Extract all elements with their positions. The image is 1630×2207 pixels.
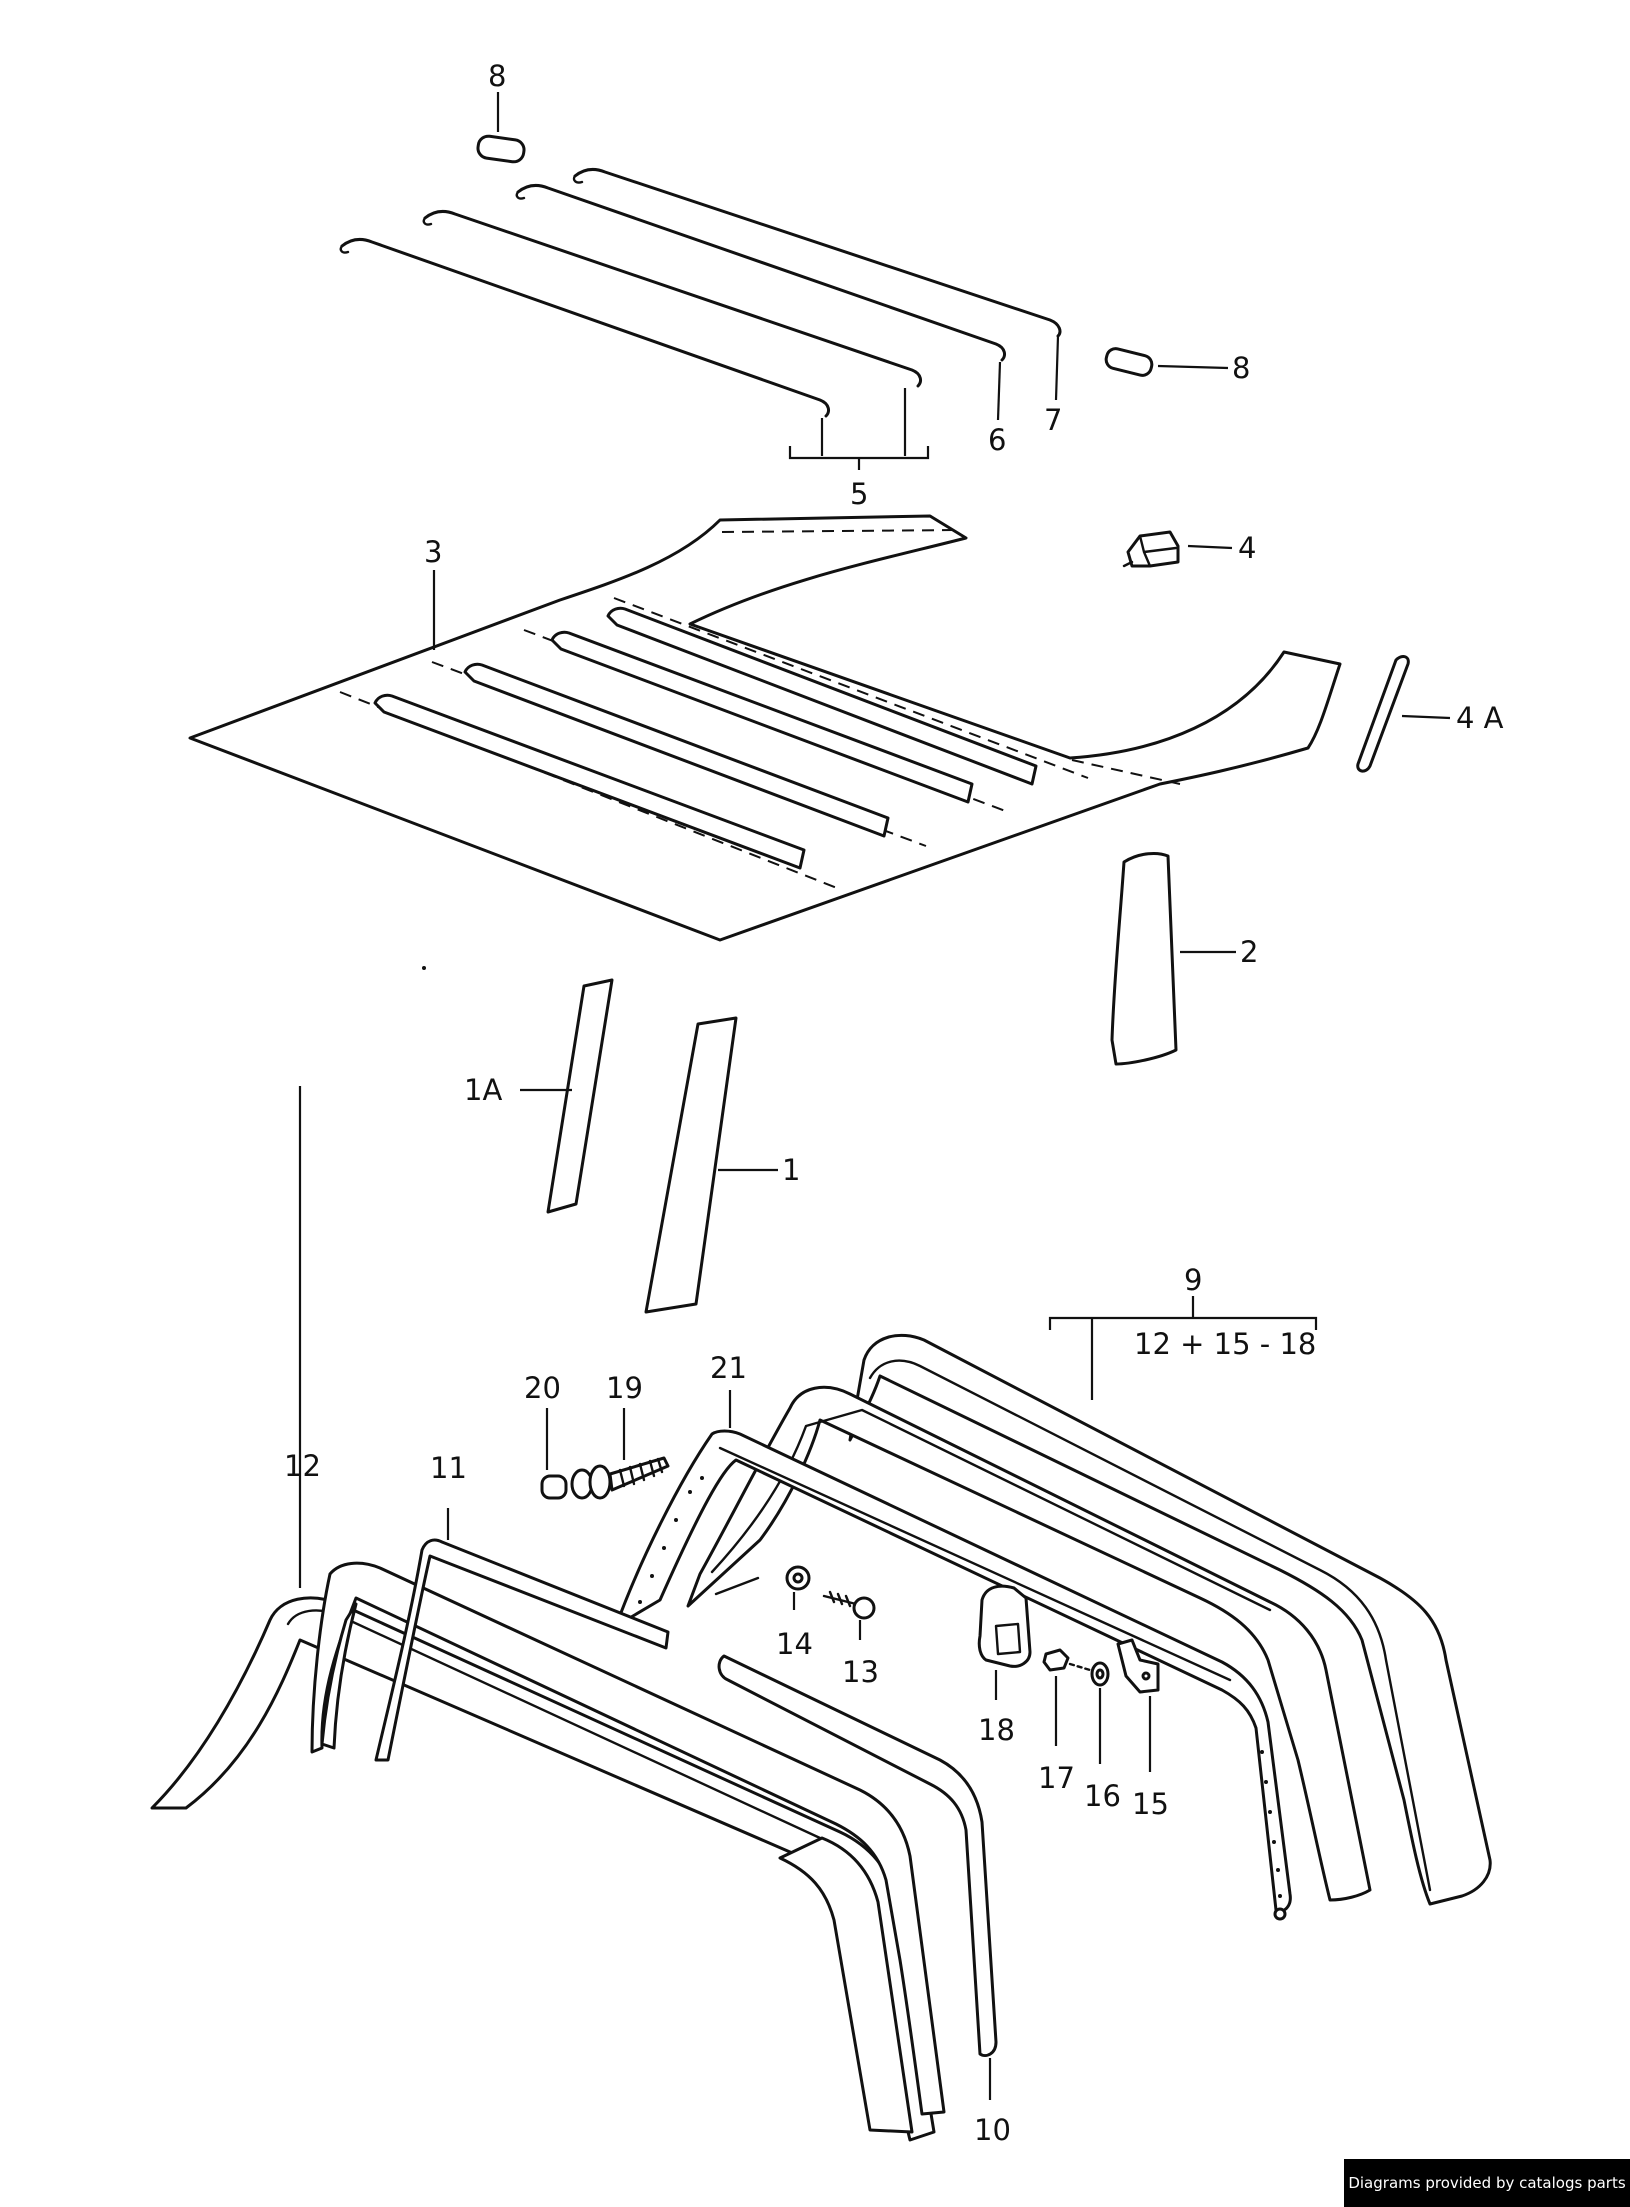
label-2: 2 bbox=[1240, 935, 1258, 969]
part-17-nut bbox=[1042, 1648, 1092, 1746]
part-6-roof-bow bbox=[515, 183, 1006, 421]
part-12-fender-flare bbox=[150, 1086, 936, 2142]
inner-wheel-arch bbox=[686, 1385, 1372, 1902]
part-8-plug-right bbox=[1104, 347, 1229, 377]
label-8-top: 8 bbox=[488, 59, 506, 93]
label-12: 12 bbox=[284, 1449, 321, 1483]
part-2-side-trim bbox=[1110, 852, 1236, 1066]
part-7-roof-bow bbox=[572, 167, 1062, 401]
label-4a: 4 A bbox=[1456, 701, 1504, 735]
label-6: 6 bbox=[988, 423, 1006, 457]
part-4a-rod bbox=[1356, 655, 1451, 773]
label-8-right: 8 bbox=[1232, 351, 1250, 385]
label-1: 1 bbox=[782, 1153, 800, 1187]
part-15-bracket bbox=[1116, 1638, 1160, 1772]
part-4-clip bbox=[1122, 530, 1233, 568]
label-9: 9 bbox=[1184, 1263, 1202, 1297]
footer-credit: Diagrams provided by catalogs parts bbox=[1344, 2159, 1630, 2207]
part-21-seal-strip bbox=[614, 1390, 1292, 1921]
label-4: 4 bbox=[1238, 531, 1256, 565]
label-5: 5 bbox=[850, 477, 868, 511]
label-14: 14 bbox=[776, 1627, 813, 1661]
label-1a: 1A bbox=[464, 1073, 502, 1107]
part-18-rubber-block bbox=[977, 1584, 1032, 1700]
roof-bows bbox=[339, 167, 1062, 470]
part-5-bracket bbox=[788, 446, 930, 470]
part-1a-pillar-trim bbox=[520, 978, 614, 1214]
part-13-screw bbox=[822, 1590, 876, 1640]
label-16: 16 bbox=[1084, 1779, 1121, 1813]
part-10-trim-strip bbox=[717, 1654, 998, 2100]
part-19-screw bbox=[570, 1408, 670, 1500]
part-3-headliner bbox=[188, 514, 1342, 942]
label-19: 19 bbox=[606, 1371, 643, 1405]
part-9-bracket bbox=[1048, 1296, 1318, 1400]
part-16-washer bbox=[1090, 1661, 1110, 1764]
label-9-range: 12 + 15 - 18 bbox=[1134, 1327, 1316, 1361]
outer-wheel-arch bbox=[848, 1333, 1492, 1906]
label-7: 7 bbox=[1044, 403, 1062, 437]
part-11-flare-edge bbox=[310, 1561, 946, 2116]
label-10: 10 bbox=[974, 2113, 1011, 2147]
part-5-roof-bow-front bbox=[422, 209, 922, 456]
label-13: 13 bbox=[842, 1655, 879, 1689]
part-5-roof-bow-rear bbox=[339, 237, 830, 456]
label-15: 15 bbox=[1132, 1787, 1169, 1821]
label-20: 20 bbox=[524, 1371, 561, 1405]
part-11-trim-strip bbox=[374, 1508, 670, 1762]
label-21: 21 bbox=[710, 1351, 747, 1385]
part-1-pillar-trim bbox=[644, 1016, 778, 1314]
label-3: 3 bbox=[424, 535, 442, 569]
part-8-plug-top bbox=[476, 92, 526, 164]
stray-dot bbox=[422, 966, 426, 970]
part-20-cap bbox=[540, 1408, 568, 1500]
label-11: 11 bbox=[430, 1451, 467, 1485]
label-18: 18 bbox=[978, 1713, 1015, 1747]
label-17: 17 bbox=[1038, 1761, 1075, 1795]
part-14-washer bbox=[785, 1565, 811, 1610]
callout-labels: 8 8 7 6 5 4 4 A 3 2 1A 1 9 12 + 15 - 18 … bbox=[284, 59, 1504, 2147]
